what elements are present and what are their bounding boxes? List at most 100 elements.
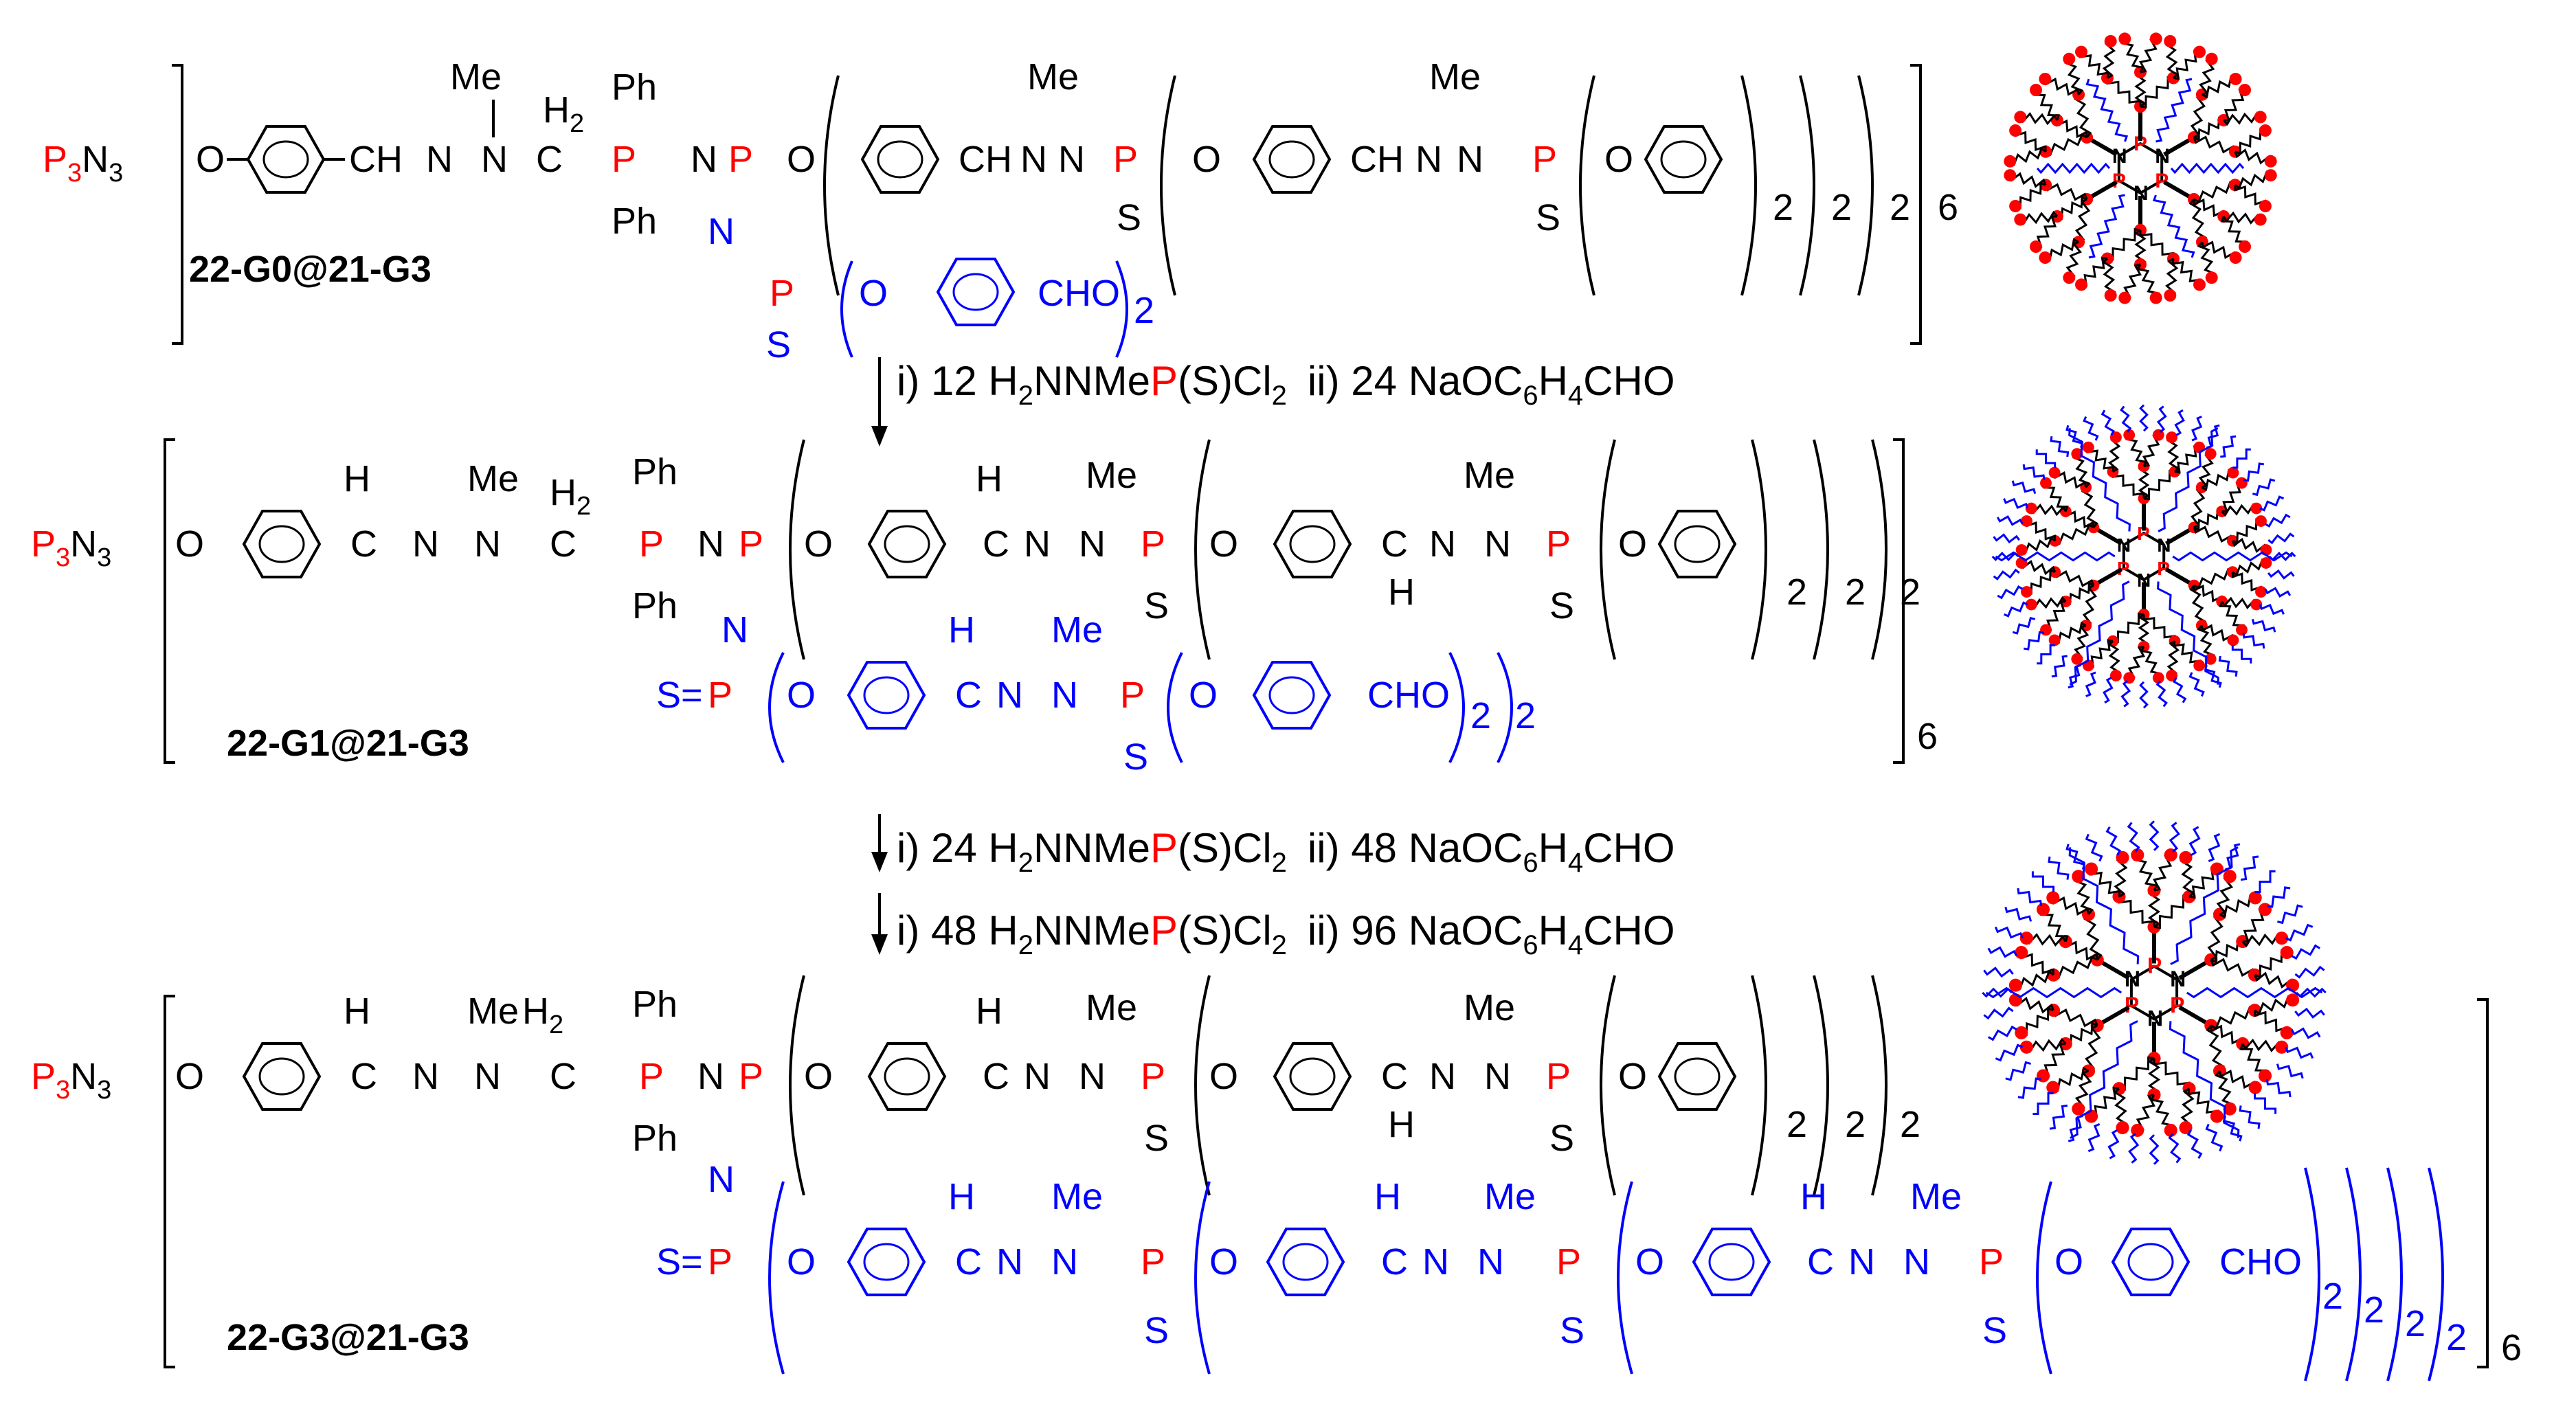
svg-text:O: O	[787, 1241, 816, 1283]
svg-text:S=: S=	[656, 675, 703, 716]
svg-text:CH: CH	[349, 139, 403, 180]
svg-text:N: N	[2170, 967, 2186, 991]
svg-text:N: N	[1024, 523, 1051, 565]
svg-text:S: S	[1144, 1118, 1169, 1159]
svg-text:2: 2	[1787, 1104, 1807, 1145]
svg-text:H2: H2	[543, 89, 584, 138]
svg-text:N: N	[2112, 145, 2127, 168]
svg-text:C: C	[983, 523, 1009, 565]
svg-text:O: O	[787, 139, 816, 180]
svg-text:O: O	[1209, 1056, 1238, 1097]
svg-text:O: O	[196, 139, 225, 180]
svg-text:N: N	[996, 675, 1023, 716]
svg-text:N: N	[1484, 1056, 1511, 1097]
svg-text:2: 2	[2446, 1317, 2467, 1358]
svg-text:P: P	[1141, 1241, 1165, 1283]
svg-text:N: N	[2117, 534, 2131, 556]
svg-text:N: N	[2125, 967, 2140, 991]
svg-text:N: N	[691, 139, 717, 180]
svg-text:N: N	[1024, 1056, 1051, 1097]
svg-text:H: H	[948, 609, 975, 651]
svg-text:2: 2	[1134, 290, 1154, 331]
svg-text:2: 2	[1845, 1104, 1866, 1145]
svg-text:P: P	[1120, 675, 1145, 716]
svg-text:N: N	[474, 1056, 501, 1097]
svg-text:N: N	[481, 139, 508, 180]
svg-text:2: 2	[1787, 572, 1807, 613]
svg-text:P: P	[639, 523, 664, 565]
svg-text:N: N	[1079, 523, 1106, 565]
svg-text:Me: Me	[1910, 1176, 1962, 1217]
svg-text:Ph: Ph	[632, 984, 677, 1025]
svg-text:O: O	[175, 523, 204, 565]
svg-text:2: 2	[1890, 187, 1910, 228]
structure-g3: P3N3 O H C N N Me C H2 P Ph Ph N P N S= …	[31, 975, 2522, 1381]
svg-text:O: O	[1209, 1241, 1238, 1283]
svg-text:N: N	[697, 1056, 724, 1097]
svg-text:N: N	[697, 523, 724, 565]
svg-text:Me: Me	[467, 458, 519, 499]
svg-text:S: S	[1549, 585, 1574, 627]
svg-text:P: P	[739, 523, 763, 565]
svg-text:P: P	[2157, 558, 2170, 579]
svg-text:CHO: CHO	[1038, 273, 1120, 314]
svg-text:O: O	[787, 675, 816, 716]
svg-text:H2: H2	[522, 991, 563, 1039]
svg-text:Me: Me	[1086, 455, 1137, 496]
core-p3n3: P3N3	[43, 139, 123, 188]
svg-text:P3N3: P3N3	[31, 1056, 111, 1105]
svg-text:O: O	[859, 273, 888, 314]
svg-text:H: H	[1388, 572, 1415, 613]
svg-text:2: 2	[1845, 572, 1866, 613]
svg-text:P3N3: P3N3	[31, 523, 111, 572]
svg-text:N: N	[1484, 523, 1511, 565]
svg-text:P: P	[1546, 523, 1571, 565]
label-g1: 22-G1@21-G3	[227, 723, 469, 764]
svg-text:H: H	[1800, 1176, 1827, 1217]
svg-text:S: S	[1144, 1310, 1169, 1351]
svg-text:N: N	[1079, 1056, 1106, 1097]
svg-text:H: H	[1374, 1176, 1401, 1217]
label-g3: 22-G3@21-G3	[227, 1317, 469, 1358]
svg-text:P: P	[1979, 1241, 2004, 1283]
svg-text:O: O	[175, 1056, 204, 1097]
svg-text:O: O	[1604, 139, 1633, 180]
label-g0: 22-G0@21-G3	[189, 249, 432, 290]
svg-text:P: P	[770, 273, 794, 314]
svg-text:P: P	[1546, 1056, 1571, 1097]
svg-text:N: N	[708, 211, 735, 252]
svg-text:Me: Me	[1464, 987, 1515, 1028]
svg-text:C: C	[1381, 1241, 1408, 1283]
svg-text:N: N	[412, 1056, 439, 1097]
svg-text:H: H	[344, 458, 370, 499]
svg-text:P: P	[2117, 558, 2130, 579]
svg-text:N: N	[2155, 145, 2170, 168]
svg-text:2: 2	[1773, 187, 1793, 228]
svg-text:H: H	[1388, 1104, 1415, 1145]
svg-text:P: P	[2170, 993, 2184, 1017]
svg-text:Me: Me	[1051, 1176, 1103, 1217]
svg-text:C: C	[550, 1056, 576, 1097]
svg-text:N: N	[426, 139, 453, 180]
svg-text:N: N	[1058, 139, 1085, 180]
svg-text:CH: CH	[959, 139, 1012, 180]
svg-text:N: N	[1429, 1056, 1456, 1097]
svg-text:Ph: Ph	[612, 201, 657, 242]
structure-g1: P3N3 O H C N N Me C H2 P Ph Ph N P N S= …	[31, 438, 1938, 778]
svg-text:Ph: Ph	[612, 67, 657, 108]
svg-text:2: 2	[1515, 695, 1536, 736]
svg-text:N: N	[1415, 139, 1442, 180]
svg-text:N: N	[2147, 1006, 2163, 1030]
svg-text:C: C	[1807, 1241, 1834, 1283]
svg-text:Me: Me	[467, 991, 519, 1032]
svg-text:N: N	[2137, 569, 2151, 591]
svg-text:N: N	[721, 609, 748, 651]
svg-text:N: N	[1429, 523, 1456, 565]
svg-text:Ph: Ph	[632, 451, 677, 493]
svg-text:6: 6	[1917, 716, 1938, 757]
svg-text:O: O	[1618, 1056, 1647, 1097]
